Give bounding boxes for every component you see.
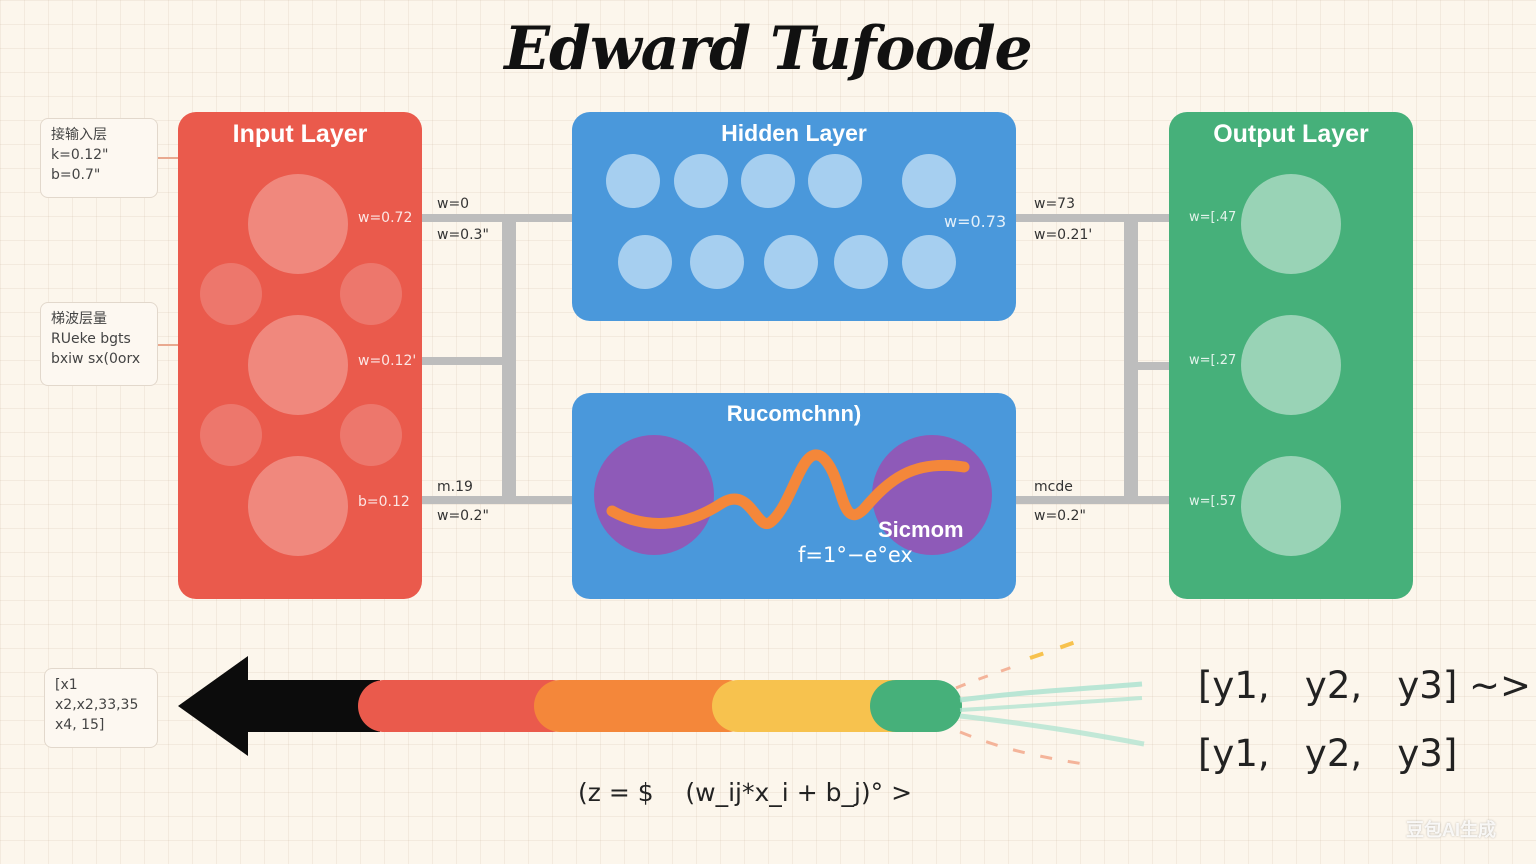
hidden-node	[618, 235, 672, 289]
activation-label: Sicmom	[878, 517, 964, 542]
connection-weight-label: w=0.3"	[437, 227, 489, 243]
connector-line	[1016, 214, 1172, 222]
activation-node	[872, 435, 992, 555]
hidden-node	[902, 235, 956, 289]
hidden-node	[674, 154, 728, 208]
input-node	[248, 456, 348, 556]
note-line: b=0.7"	[51, 167, 101, 183]
connector-line	[502, 222, 516, 500]
note-line: 接输入层	[51, 127, 107, 143]
arrow-head	[178, 656, 370, 756]
input-vector-card: [x1 x2,x2,33,35 x4, 15]	[44, 668, 158, 748]
input-node	[248, 174, 348, 274]
connector-line	[1016, 496, 1172, 504]
arrow-segment	[534, 680, 754, 732]
input-weight-label: w=0.72	[358, 210, 413, 226]
hidden-node	[741, 154, 795, 208]
note-line: 梯波层量	[51, 311, 107, 327]
input-node	[200, 263, 262, 325]
activation-title: Rucomchnn)	[726, 401, 862, 426]
output-layer-title: Output Layer	[1213, 120, 1369, 148]
hidden-node	[808, 154, 862, 208]
note-line: k=0.12"	[51, 147, 109, 163]
arrow-segment	[870, 680, 962, 732]
hidden-layer-title: Hidden Layer	[721, 120, 867, 146]
note-card: 接输入层 k=0.12" b=0.7"	[40, 118, 158, 198]
note-line: x2,x2,33,35	[55, 697, 139, 713]
note-line: bxiw sx(0orx	[51, 351, 141, 367]
output-vector: [y1, y2, y3] ~>	[1198, 664, 1532, 707]
note-card: 梯波层量 RUeke bgts bxiw sx(0orx	[40, 302, 158, 386]
connection-weight-label: w=0	[437, 196, 470, 212]
activation-panel: Rucomchnn) Sicmom f=1°−e°ex	[572, 393, 1016, 599]
hidden-node	[764, 235, 818, 289]
connection-weight-label: w=0.21'	[1034, 227, 1093, 243]
note-line: [x1	[55, 677, 78, 693]
input-layer-panel: Input Layer w=0.72 w=0.12' b=0.12	[178, 112, 422, 599]
input-node	[340, 263, 402, 325]
output-weight-label: w=[.47	[1189, 210, 1237, 225]
page-title: Edward Tufoode	[504, 14, 1032, 84]
input-node	[248, 315, 348, 415]
hidden-node	[690, 235, 744, 289]
stream-line	[959, 730, 1085, 766]
output-vector: [y1, y2, y3]	[1198, 732, 1458, 775]
connector-line	[1124, 222, 1138, 500]
flow-arrow	[178, 640, 1145, 766]
note-line: RUeke bgts	[51, 331, 131, 347]
connector-line	[422, 496, 582, 504]
activation-node	[594, 435, 714, 555]
connection-weight-label: w=0.2"	[437, 508, 489, 524]
output-weight-label: w=[.27	[1189, 353, 1237, 368]
hidden-weight-label: w=0.73	[944, 212, 1007, 231]
stream-line	[959, 681, 1143, 703]
connection-weight-label: m.19	[437, 479, 473, 495]
output-layer-panel: Output Layer w=[.47 w=[.27 w=[.57	[1169, 112, 1413, 599]
hidden-layer-panel: Hidden Layer w=0.73	[572, 112, 1016, 321]
connector-line	[422, 214, 582, 222]
input-node	[340, 404, 402, 466]
bottom-formula: (z = $ (w_ij*x_i + b_j)° >	[578, 778, 913, 807]
note-line: x4, 15]	[55, 717, 105, 733]
hidden-node	[902, 154, 956, 208]
sigmoid-curve	[606, 449, 970, 529]
activation-formula: f=1°−e°ex	[798, 543, 913, 567]
output-weight-label: w=[.57	[1189, 494, 1237, 509]
hidden-node	[606, 154, 660, 208]
connection-weight-label: mcde	[1034, 479, 1073, 495]
output-node	[1241, 315, 1341, 415]
hidden-node	[834, 235, 888, 289]
stream-line	[959, 696, 1143, 712]
input-bias-label: b=0.12	[358, 494, 410, 510]
stream-line	[959, 713, 1145, 747]
connector-line	[422, 357, 508, 365]
stream-line	[955, 662, 1021, 690]
input-weight-label: w=0.12'	[358, 353, 417, 369]
note-connector	[158, 344, 178, 346]
input-layer-title: Input Layer	[232, 120, 368, 148]
input-node	[200, 404, 262, 466]
arrow-segment	[358, 680, 578, 732]
stream-line	[1029, 640, 1088, 660]
note-connector	[158, 157, 178, 159]
output-node	[1241, 456, 1341, 556]
connection-weight-label: w=73	[1034, 196, 1075, 212]
watermark: 豆包AI生成	[1406, 820, 1496, 840]
output-node	[1241, 174, 1341, 274]
connection-weight-label: w=0.2"	[1034, 508, 1086, 524]
connector-line	[1138, 362, 1172, 370]
